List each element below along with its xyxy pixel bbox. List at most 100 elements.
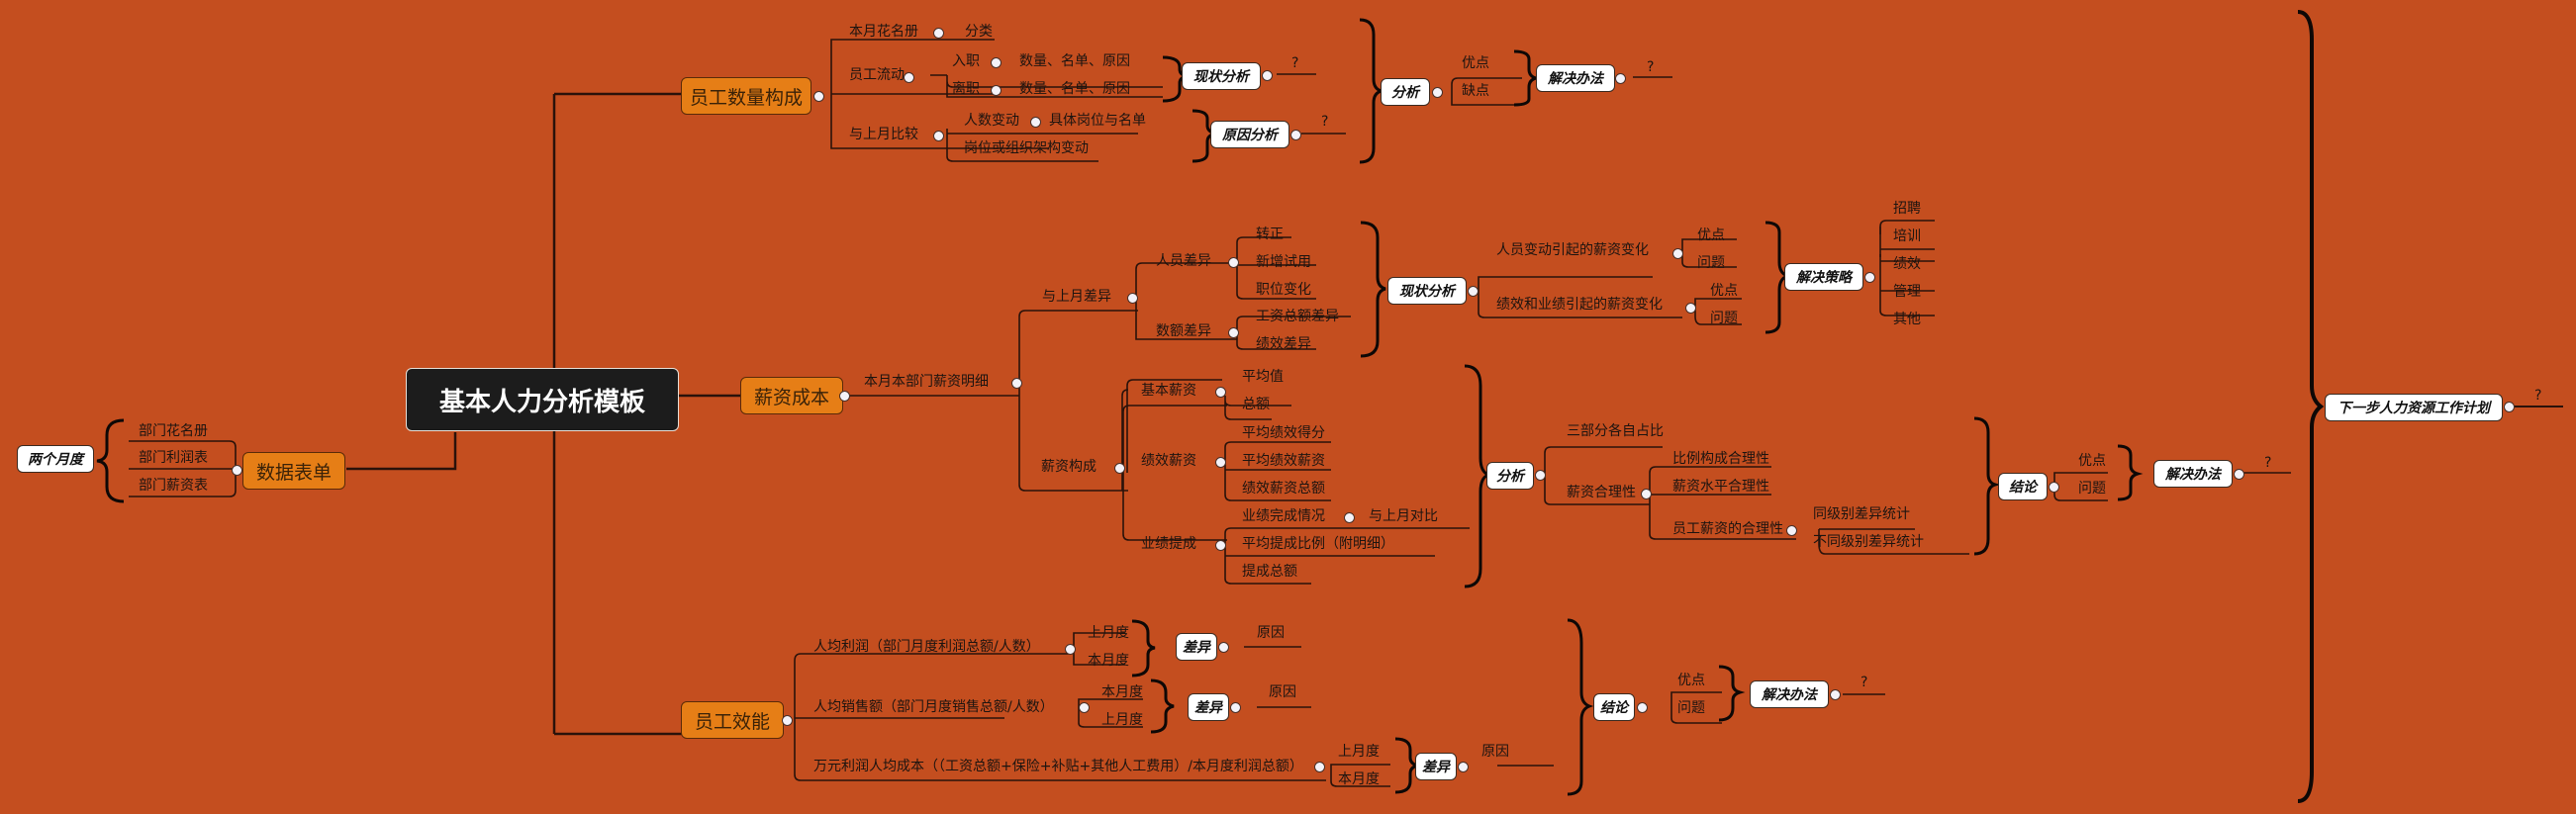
collapse-toggle[interactable] [2049, 482, 2059, 493]
compare-item[interactable]: 人数变动 [964, 113, 1019, 129]
collapse-toggle[interactable] [1127, 293, 1138, 304]
collapse-toggle[interactable] [1672, 248, 1683, 259]
employee-reasonable-item[interactable]: 不同级别差异统计 [1813, 534, 1924, 550]
metric-period[interactable]: 本月度 [1088, 653, 1129, 669]
diff-label[interactable]: 差异 [1415, 753, 1457, 780]
compare-label[interactable]: 与上月比较 [849, 127, 918, 142]
collapse-toggle[interactable] [1215, 387, 1226, 398]
commission-label[interactable]: 业绩提成 [1141, 536, 1196, 552]
metric-label[interactable]: 人均销售额（部门月度销售总额/人数） [813, 699, 1054, 715]
metric-period[interactable]: 本月度 [1101, 684, 1143, 700]
main-topic-efficiency[interactable]: 员工效能 [681, 701, 784, 739]
collapse-toggle[interactable] [1215, 457, 1226, 468]
collapse-toggle[interactable] [1011, 378, 1022, 389]
base-salary-item[interactable]: 平均值 [1242, 369, 1284, 385]
perf-salary-item[interactable]: 平均绩效得分 [1242, 425, 1325, 441]
cause-item[interactable]: 问题 [1710, 311, 1738, 326]
strategy-item[interactable]: 绩效 [1893, 256, 1921, 272]
reason-label[interactable]: 原因 [1269, 684, 1296, 700]
question-mark[interactable]: ? [1291, 55, 1299, 71]
collapse-toggle[interactable] [1314, 762, 1325, 772]
collapse-toggle[interactable] [1114, 463, 1125, 474]
collapse-toggle[interactable] [1864, 272, 1875, 283]
collapse-toggle[interactable] [1468, 286, 1479, 297]
compare-detail[interactable]: 具体岗位与名单 [1049, 113, 1146, 129]
question-mark[interactable]: ? [1321, 114, 1329, 130]
conclusion-item[interactable]: 优点 [1677, 673, 1705, 688]
people-diff-item[interactable]: 职位变化 [1256, 282, 1311, 298]
collapse-toggle[interactable] [1641, 489, 1652, 499]
flow-item[interactable]: 入职 [952, 53, 980, 69]
commission-completion-child[interactable]: 与上月对比 [1369, 508, 1438, 524]
strategy-item[interactable]: 招聘 [1893, 201, 1921, 217]
collapse-toggle[interactable] [813, 91, 824, 102]
roster-label[interactable]: 本月花名册 [849, 24, 918, 40]
pro-item[interactable]: 优点 [1462, 55, 1489, 71]
collapse-toggle[interactable] [1228, 257, 1239, 268]
root-topic[interactable]: 基本人力分析模板 [406, 368, 679, 431]
roster-child[interactable]: 分类 [965, 24, 993, 40]
people-diff-item[interactable]: 转正 [1256, 226, 1284, 242]
flow-item[interactable]: 离职 [952, 81, 980, 97]
analysis-label[interactable]: 分析 [1381, 78, 1430, 106]
collapse-toggle[interactable] [1065, 644, 1076, 655]
metric-period[interactable]: 本月度 [1338, 771, 1380, 787]
collapse-toggle[interactable] [839, 391, 850, 402]
collapse-toggle[interactable] [1432, 87, 1443, 98]
conclusion-item[interactable]: 优点 [2078, 453, 2106, 469]
collapse-toggle[interactable] [1230, 702, 1241, 713]
cause-analysis-label[interactable]: 原因分析 [1210, 121, 1289, 148]
base-salary-label[interactable]: 基本薪资 [1141, 383, 1196, 399]
conclusion-label[interactable]: 结论 [1998, 473, 2048, 500]
reason-label[interactable]: 原因 [1481, 744, 1509, 760]
commission-item[interactable]: 提成总额 [1242, 564, 1297, 580]
collapse-toggle[interactable] [1786, 525, 1797, 536]
salary-detail-label[interactable]: 本月本部门薪资明细 [864, 374, 989, 390]
collapse-toggle[interactable] [904, 72, 914, 83]
main-topic-data-sheet[interactable]: 数据表单 [242, 452, 345, 490]
employee-reasonable-label[interactable]: 员工薪资的合理性 [1672, 521, 1783, 537]
collapse-toggle[interactable] [1218, 642, 1229, 653]
cause-item[interactable]: 问题 [1697, 255, 1725, 271]
metric-period[interactable]: 上月度 [1338, 744, 1380, 760]
question-mark[interactable]: ? [2534, 388, 2542, 404]
solution-label[interactable]: 解决办法 [2153, 460, 2233, 488]
period-label[interactable]: 两个月度 [17, 445, 94, 473]
commission-completion[interactable]: 业绩完成情况 [1242, 508, 1325, 524]
cause-label[interactable]: 人员变动引起的薪资变化 [1496, 242, 1649, 258]
structure-label[interactable]: 薪资构成 [1041, 459, 1097, 475]
cause-item[interactable]: 优点 [1710, 283, 1738, 299]
collapse-toggle[interactable] [1615, 73, 1626, 84]
status-analysis-label[interactable]: 现状分析 [1387, 277, 1467, 305]
cause-item[interactable]: 优点 [1697, 227, 1725, 243]
metric-period[interactable]: 上月度 [1101, 712, 1143, 728]
metric-label[interactable]: 人均利润（部门月度利润总额/人数） [813, 639, 1040, 655]
solution-label[interactable]: 解决办法 [1750, 680, 1829, 708]
amount-diff-label[interactable]: 数额差异 [1156, 323, 1211, 339]
collapse-toggle[interactable] [991, 85, 1002, 96]
data-sheet-item[interactable]: 部门薪资表 [139, 478, 208, 494]
question-mark[interactable]: ? [1860, 675, 1868, 690]
employee-reasonable-item[interactable]: 同级别差异统计 [1813, 506, 1910, 522]
strategy-item[interactable]: 培训 [1893, 228, 1921, 244]
commission-item[interactable]: 平均提成比例（附明细） [1242, 536, 1394, 552]
collapse-toggle[interactable] [782, 715, 793, 726]
base-salary-item[interactable]: 总额 [1242, 397, 1270, 412]
flow-label[interactable]: 员工流动 [849, 67, 905, 83]
data-sheet-item[interactable]: 部门利润表 [139, 450, 208, 466]
cause-label[interactable]: 绩效和业绩引起的薪资变化 [1496, 297, 1663, 313]
analysis-label[interactable]: 分析 [1486, 462, 1534, 490]
diff-label[interactable]: 差异 [1188, 693, 1229, 721]
conclusion-item[interactable]: 问题 [1677, 700, 1705, 716]
people-diff-item[interactable]: 新增试用 [1256, 254, 1311, 270]
conclusion-item[interactable]: 问题 [2078, 481, 2106, 497]
perf-salary-item[interactable]: 绩效薪资总额 [1242, 481, 1325, 497]
status-analysis-label[interactable]: 现状分析 [1182, 62, 1261, 90]
compare-item[interactable]: 岗位或组织架构变动 [964, 140, 1089, 156]
collapse-toggle[interactable] [1830, 689, 1841, 700]
reasonable-item[interactable]: 薪资水平合理性 [1672, 479, 1769, 495]
strategy-item[interactable]: 管理 [1893, 284, 1921, 300]
reason-label[interactable]: 原因 [1257, 625, 1285, 641]
collapse-toggle[interactable] [933, 131, 944, 141]
collapse-toggle[interactable] [1079, 702, 1090, 713]
